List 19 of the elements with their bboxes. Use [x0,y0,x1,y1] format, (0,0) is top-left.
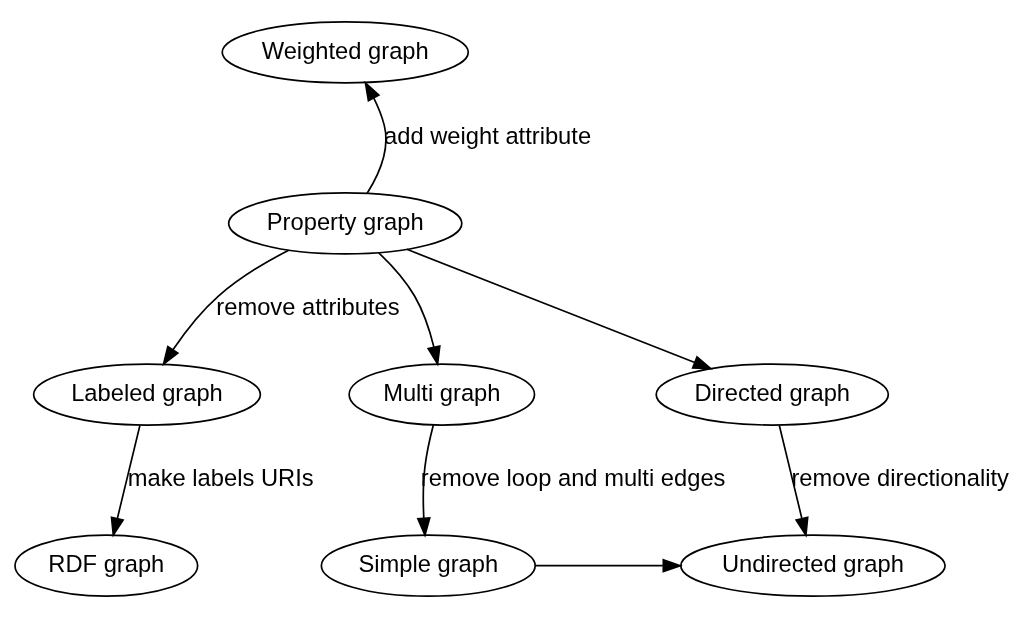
arrow [377,251,441,366]
node-ellipse: Weighted graph [221,20,470,84]
arrow [364,80,387,194]
node-ellipse: RDF graph [14,533,199,597]
edge-label: make labels URIs [127,464,314,491]
arrow [534,558,683,573]
node-ellipse: Simple graph [320,533,537,597]
arrow [162,248,290,366]
arrow [778,424,809,538]
arrow [110,424,141,538]
node-ellipse: Undirected graph [679,533,946,597]
arrow [416,423,435,538]
node-ellipse: Labeled graph [32,362,262,426]
node-ellipse: Directed graph [655,362,890,426]
node-ellipse: Property graph [227,191,463,255]
edge-label: remove directionality [791,464,1009,491]
arrow [406,248,713,370]
node-ellipse: Multi graph [348,362,536,426]
edge-label: remove attributes [216,293,400,320]
